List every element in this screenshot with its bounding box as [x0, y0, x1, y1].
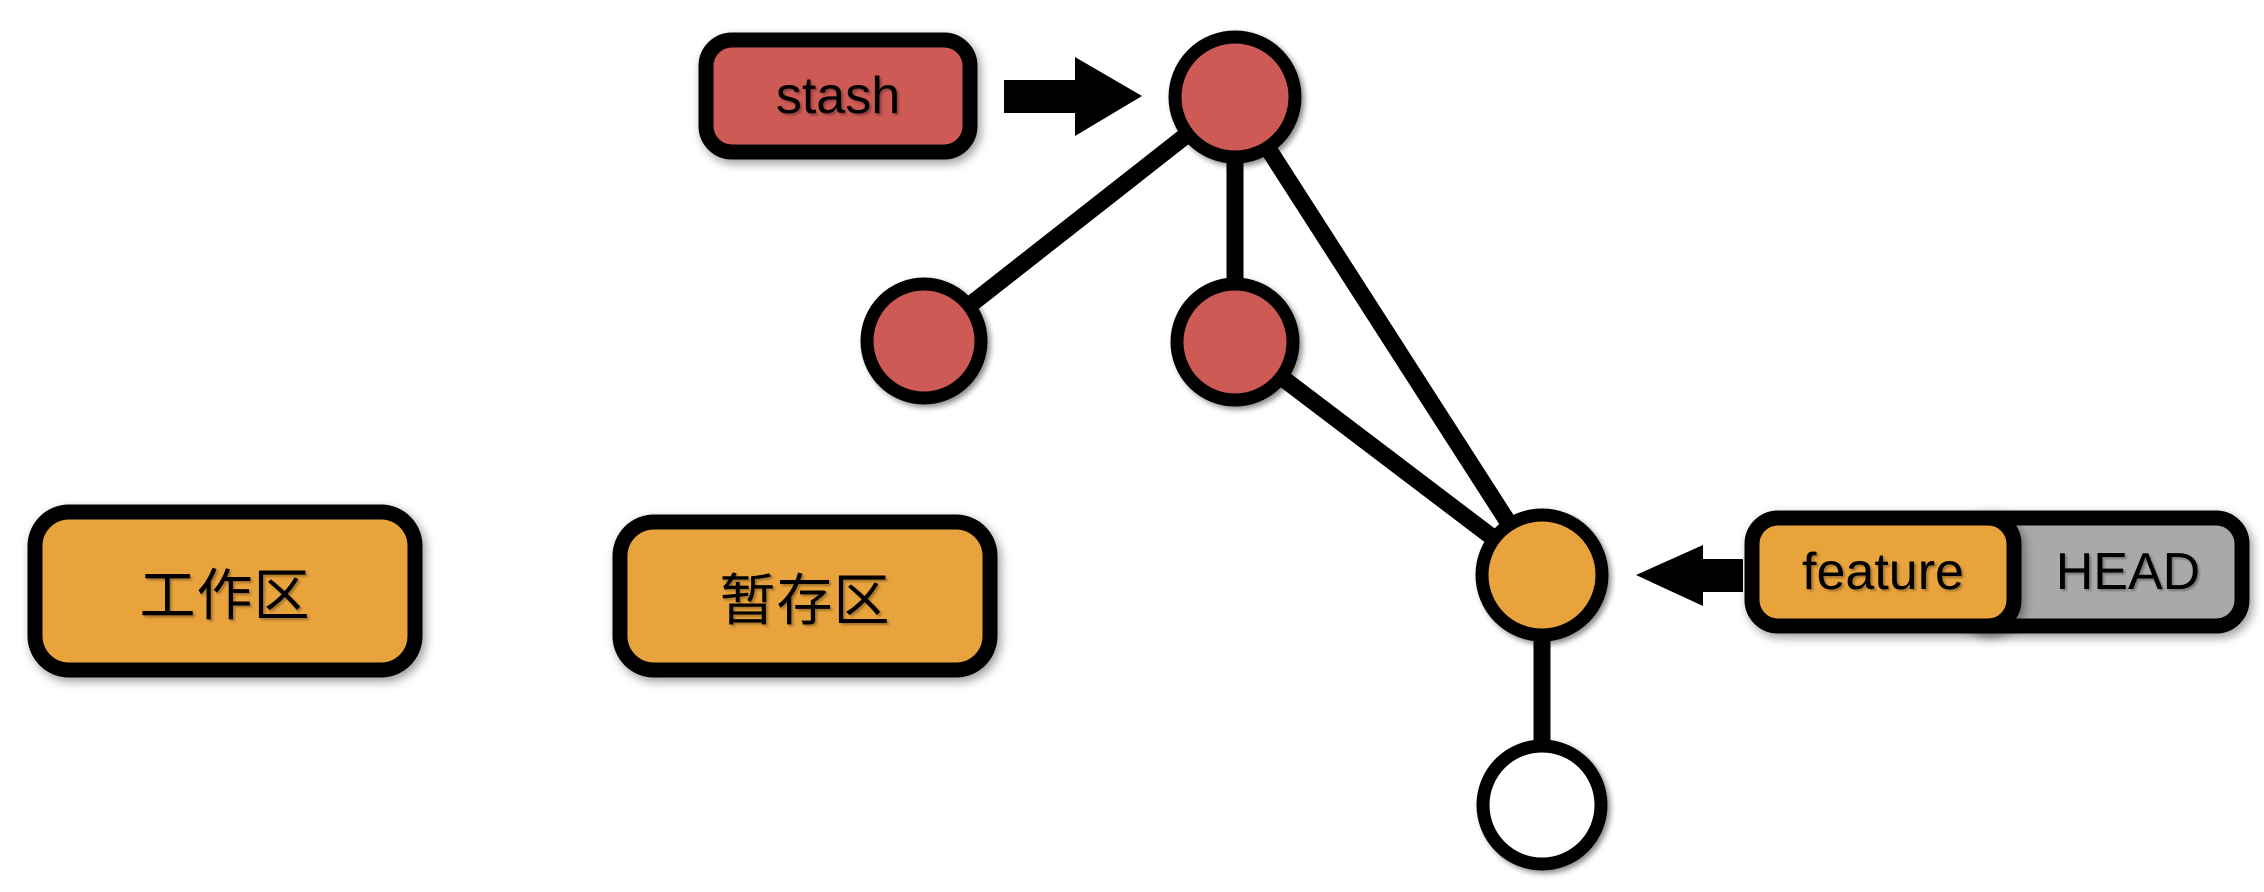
working-dir-box[interactable]	[27, 504, 423, 678]
edge-layer	[915, 88, 1551, 814]
stash-label-box[interactable]	[698, 32, 978, 160]
commit-node-feature[interactable]	[1475, 508, 1609, 642]
commit-node-parent[interactable]	[1476, 739, 1608, 871]
feature-badge-box[interactable]	[1744, 510, 2022, 634]
node-layer	[860, 30, 1609, 871]
commit-node-stash-left[interactable]	[860, 277, 988, 405]
staging-area-box[interactable]	[612, 514, 998, 678]
commit-node-stash-mid[interactable]	[1170, 277, 1300, 407]
commit-node-stash-top[interactable]	[1168, 30, 1302, 164]
stash-arrow-icon	[1004, 57, 1142, 136]
arrow-layer	[1004, 57, 1743, 606]
box-layer	[27, 32, 2250, 678]
head-arrow-icon	[1636, 545, 1743, 606]
edge-top-to-feature	[1226, 88, 1551, 584]
